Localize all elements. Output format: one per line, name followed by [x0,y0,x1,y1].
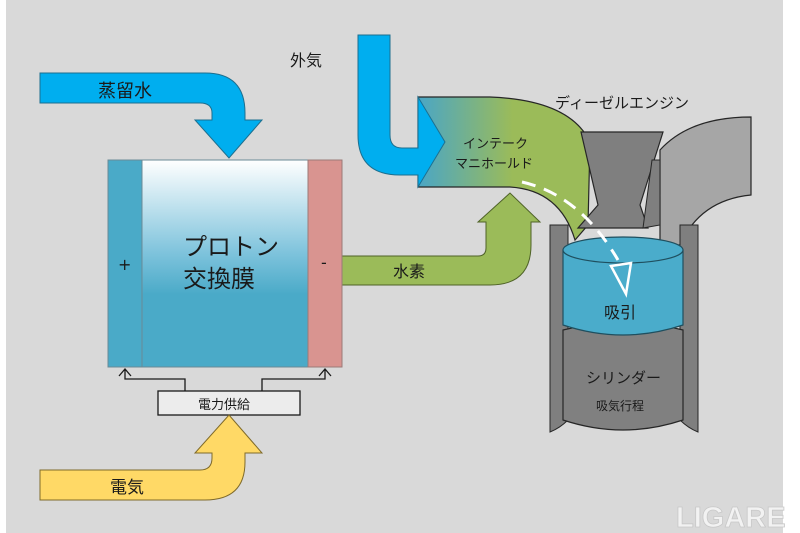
intake-valve [576,131,664,229]
pem-label-1: プロトン [183,233,279,261]
cylinder-label: シリンダー [586,369,661,387]
intake-manifold-label-2: マニホールド [455,157,533,172]
air-flow-arrowhead [609,261,633,298]
wire-to-anode [118,368,186,391]
plus-sign: + [118,255,131,274]
proton-exchange-membrane [141,159,309,368]
wire-to-cathode [261,368,332,391]
diesel-engine-label: ディーゼルエンジン [555,94,689,112]
exhaust-valve-stem [642,159,661,229]
intake-label: 吸引 [604,303,636,322]
pem-label-2: 交換膜 [183,265,255,293]
distilled-water-label: 蒸留水 [98,81,152,102]
power-supply-label: 電力供給 [198,398,250,413]
hydrogen-arrow [341,192,542,286]
intake-manifold-label-1: インテーク [463,137,528,152]
electricity-label: 電気 [110,478,144,498]
ligare-watermark: LIGARE [676,502,786,533]
distilled-water-arrow [39,72,264,159]
outside-air-arrow [357,34,446,189]
intake-chamber [562,249,684,336]
intake-stroke-label: 吸気行程 [596,398,644,413]
outside-air-label: 外気 [290,51,322,70]
cathode-plate [307,159,343,368]
hydrogen-label: 水素 [393,262,425,281]
air-flow-dashed-path [521,180,620,261]
minus-sign: - [321,253,327,272]
electricity-arrow [39,414,264,501]
intake-chamber-top [562,236,684,264]
